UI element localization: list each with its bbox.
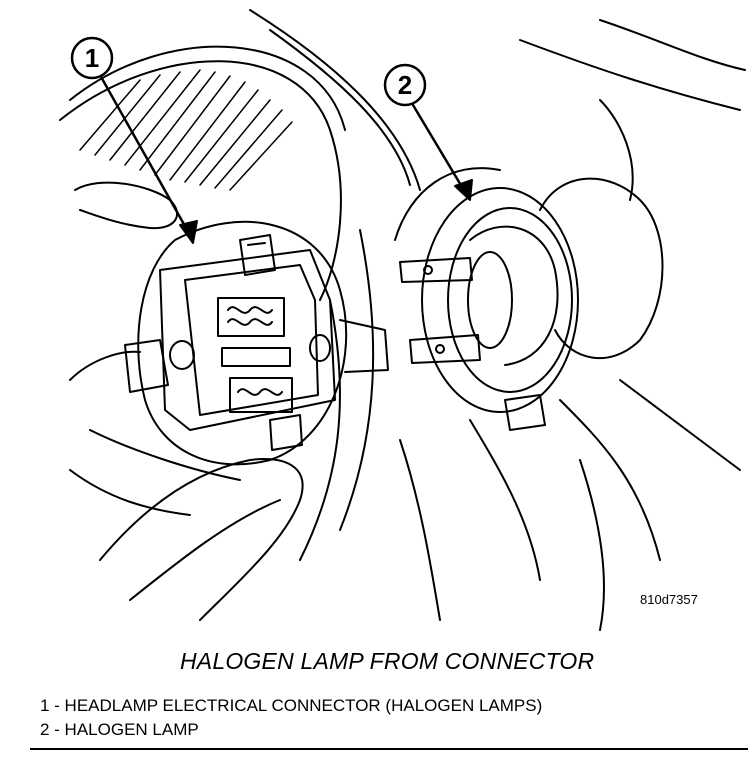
figure-legend: 1 - HEADLAMP ELECTRICAL CONNECTOR (HALOG… bbox=[40, 694, 542, 742]
callout-1-leader bbox=[98, 73, 192, 237]
right-hand bbox=[394, 99, 741, 631]
legend-item-2: 2 - HALOGEN LAMP bbox=[40, 720, 199, 739]
callout-2-leader bbox=[408, 98, 467, 194]
headlamp-electrical-connector bbox=[124, 220, 389, 466]
halogen-lamp bbox=[399, 187, 579, 431]
callout-1-number: 1 bbox=[85, 43, 99, 73]
housing-hatching bbox=[79, 69, 293, 191]
left-hand bbox=[69, 181, 304, 621]
bottom-rule bbox=[30, 748, 748, 750]
figure-title: HALOGEN LAMP FROM CONNECTOR bbox=[180, 648, 595, 674]
halogen-lamp-connector-illustration: 1 2 bbox=[59, 9, 746, 631]
callout-2-number: 2 bbox=[398, 70, 412, 100]
callout-2-arrowhead bbox=[454, 179, 473, 201]
legend-item-1: 1 - HEADLAMP ELECTRICAL CONNECTOR (HALOG… bbox=[40, 696, 543, 715]
headlamp-housing-lines bbox=[59, 9, 746, 561]
callout-1-arrowhead bbox=[179, 220, 198, 244]
callout-leaders bbox=[98, 73, 473, 244]
figure-reference-code: 810d7357 bbox=[640, 592, 698, 607]
callout-1: 1 bbox=[70, 36, 114, 80]
callout-2: 2 bbox=[383, 63, 427, 107]
